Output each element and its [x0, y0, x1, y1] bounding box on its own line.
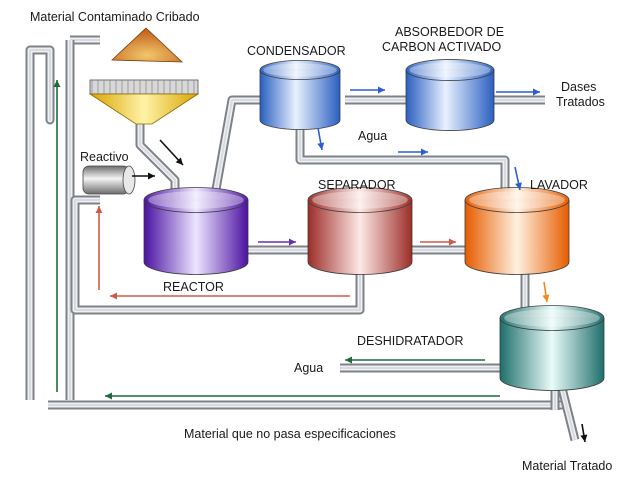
arrow-material-tratado [580, 423, 588, 443]
label-condensador: CONDENSADOR [247, 44, 346, 58]
arrow-agua-right [398, 148, 428, 156]
arrow-reactor-to-sep [258, 238, 296, 246]
vessels-layer [82, 27, 605, 391]
label-lavador: LAVADOR [530, 178, 588, 192]
lavador-tank [464, 187, 570, 275]
label-separador: SEPARADOR [318, 178, 396, 192]
separador-tank [307, 187, 413, 275]
deshidratador-tank [499, 305, 605, 391]
absorbedor-tank [405, 59, 495, 131]
arrow-hopper-feed [159, 139, 184, 166]
pipe-separador-recycle [70, 195, 365, 315]
label-material-tratado: Material Tratado [522, 459, 613, 473]
condensador-tank [259, 60, 341, 130]
arrow-recycle-left [110, 292, 350, 300]
arrows-layer [53, 80, 588, 443]
label-material-contaminado: Material Contaminado Cribado [30, 10, 200, 24]
pipe-hopper-to-reactor [135, 120, 180, 200]
pipe-condensador-to-lavador [295, 125, 510, 195]
arrow-lav-to-desh [542, 281, 550, 303]
label-reactor: REACTOR [163, 280, 224, 294]
arrow-cond-to-abs [350, 86, 385, 94]
label-material-no-pasa: Material que no pasa especificaciones [184, 427, 396, 441]
pipe-left-return [25, 45, 55, 400]
label-dases: Dases [561, 80, 597, 94]
arrow-cond-down [317, 127, 325, 151]
arrow-reactivo-feed [132, 172, 155, 180]
arrow-no-pasa [105, 392, 500, 400]
label-agua-top: Agua [358, 129, 388, 143]
label-agua-bottom: Agua [294, 361, 324, 375]
label-reactivo: Reactivo [80, 150, 129, 164]
pipe-reactor-to-condensador [210, 95, 265, 196]
arrow-recycle-up [95, 206, 103, 290]
hopper-cone [88, 93, 200, 125]
label-tratados: Tratados [556, 95, 605, 109]
reactivo-tank [82, 165, 136, 195]
material-pile [111, 27, 184, 63]
arrow-return-up [53, 80, 61, 392]
label-absorbedor-line2: CARBON ACTIVADO [382, 40, 502, 54]
hopper [88, 27, 200, 125]
label-absorbedor-line1: ABSORBEDOR DE [395, 25, 505, 39]
arrow-sep-to-lav [420, 238, 456, 246]
arrow-agua-out [345, 356, 485, 364]
arrow-lavador-in [514, 166, 522, 191]
reactor-tank [143, 187, 249, 275]
arrow-abs-out [496, 88, 540, 96]
label-deshidratador: DESHIDRATADOR [357, 334, 464, 348]
